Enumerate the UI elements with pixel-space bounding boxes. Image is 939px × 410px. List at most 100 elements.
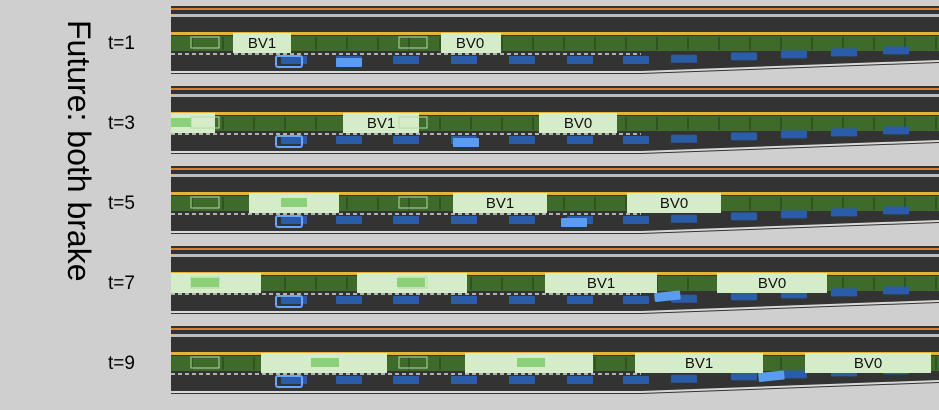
- lane-tick: [811, 117, 813, 130]
- background-vehicle: [781, 130, 807, 139]
- lane-tick: [594, 197, 596, 210]
- lane-tick: [904, 37, 906, 50]
- lane-tick: [625, 357, 627, 370]
- lane-tick: [594, 37, 596, 50]
- background-vehicle: [281, 296, 307, 304]
- lane-tick: [563, 37, 565, 50]
- lane-tick: [191, 357, 193, 370]
- highlight-band: [441, 33, 501, 53]
- lane-tick: [780, 357, 782, 370]
- lane-tick: [749, 197, 751, 210]
- lane-tick: [439, 197, 441, 210]
- lane-tick: [501, 37, 503, 50]
- tracked-vehicle: [561, 218, 587, 227]
- lane-tick: [439, 357, 441, 370]
- top-edge-line: [171, 88, 939, 90]
- time-label: t=1: [108, 33, 135, 54]
- background-vehicle: [671, 54, 697, 63]
- lane-tick: [315, 117, 317, 130]
- green-vehicle: [191, 278, 219, 287]
- background-vehicle: [731, 292, 757, 301]
- lane-tick: [842, 197, 844, 210]
- tracked-vehicle: [758, 370, 785, 382]
- lane-tick: [780, 117, 782, 130]
- highlight-band: [717, 273, 827, 293]
- lane-tick: [718, 117, 720, 130]
- background-vehicle: [281, 136, 307, 144]
- lane-tick: [687, 117, 689, 130]
- lane-tick: [842, 37, 844, 50]
- background-vehicle: [671, 214, 697, 223]
- background-vehicle: [731, 52, 757, 61]
- top-edge-line: [171, 248, 939, 250]
- ghost-vehicle: [190, 36, 220, 49]
- background-vehicle: [281, 376, 307, 384]
- bv0-label: BV0: [660, 195, 688, 212]
- background-vehicle: [623, 56, 649, 64]
- lane-tick: [284, 117, 286, 130]
- background-vehicle: [567, 56, 593, 64]
- background-vehicle: [336, 376, 362, 384]
- bv0-label: BV0: [456, 35, 484, 52]
- lane-tick: [749, 117, 751, 130]
- background-vehicle: [781, 50, 807, 59]
- background-vehicle: [509, 376, 535, 384]
- bv1-label: BV1: [486, 195, 514, 212]
- ghost-vehicle: [398, 196, 428, 209]
- lane-tick: [625, 37, 627, 50]
- background-vehicle: [451, 56, 477, 64]
- background-vehicle: [623, 136, 649, 144]
- background-vehicle: [393, 56, 419, 64]
- top-barrier: [171, 334, 939, 337]
- highlight-band: [545, 273, 657, 293]
- green-vehicle: [281, 198, 307, 207]
- highlight-band: [539, 113, 617, 133]
- background-vehicle: [393, 136, 419, 144]
- lane-tick: [222, 197, 224, 210]
- lane-tick: [439, 37, 441, 50]
- ghost-vehicle: [398, 116, 428, 129]
- lane-tick: [222, 117, 224, 130]
- lane-tick: [222, 357, 224, 370]
- lane-tick: [191, 37, 193, 50]
- lane-tick: [873, 277, 875, 290]
- lane-tick: [842, 277, 844, 290]
- highlight-band: [453, 193, 547, 213]
- background-vehicle: [831, 128, 857, 137]
- background-vehicle: [731, 372, 757, 381]
- lane-tick: [501, 117, 503, 130]
- lane-tick: [749, 37, 751, 50]
- green-vehicle: [171, 118, 191, 127]
- background-vehicle: [509, 136, 535, 144]
- time-label: t=9: [108, 353, 135, 374]
- background-vehicle: [393, 216, 419, 224]
- highlight-band: [233, 33, 291, 53]
- time-label: t=5: [108, 193, 135, 214]
- background-vehicle: [451, 296, 477, 304]
- lane-line-yellow: [171, 32, 939, 35]
- background-vehicle: [509, 216, 535, 224]
- lane-tick: [346, 277, 348, 290]
- ego-vehicle-outline: [275, 215, 303, 228]
- lane-tick: [470, 117, 472, 130]
- ego-vehicle-outline: [275, 55, 303, 68]
- background-vehicle: [567, 136, 593, 144]
- background-vehicle: [671, 374, 697, 383]
- roadside: [171, 63, 939, 77]
- background-vehicle: [509, 56, 535, 64]
- merge-edge-line: [171, 60, 939, 73]
- roadside: [171, 303, 939, 317]
- lane-tick: [935, 197, 937, 210]
- background-vehicle: [336, 216, 362, 224]
- roadside: [171, 223, 939, 237]
- merge-edge-line: [171, 300, 939, 313]
- bv0-label: BV0: [564, 115, 592, 132]
- background-vehicle: [731, 132, 757, 141]
- highlight-band: [627, 193, 721, 213]
- lane-tick: [284, 277, 286, 290]
